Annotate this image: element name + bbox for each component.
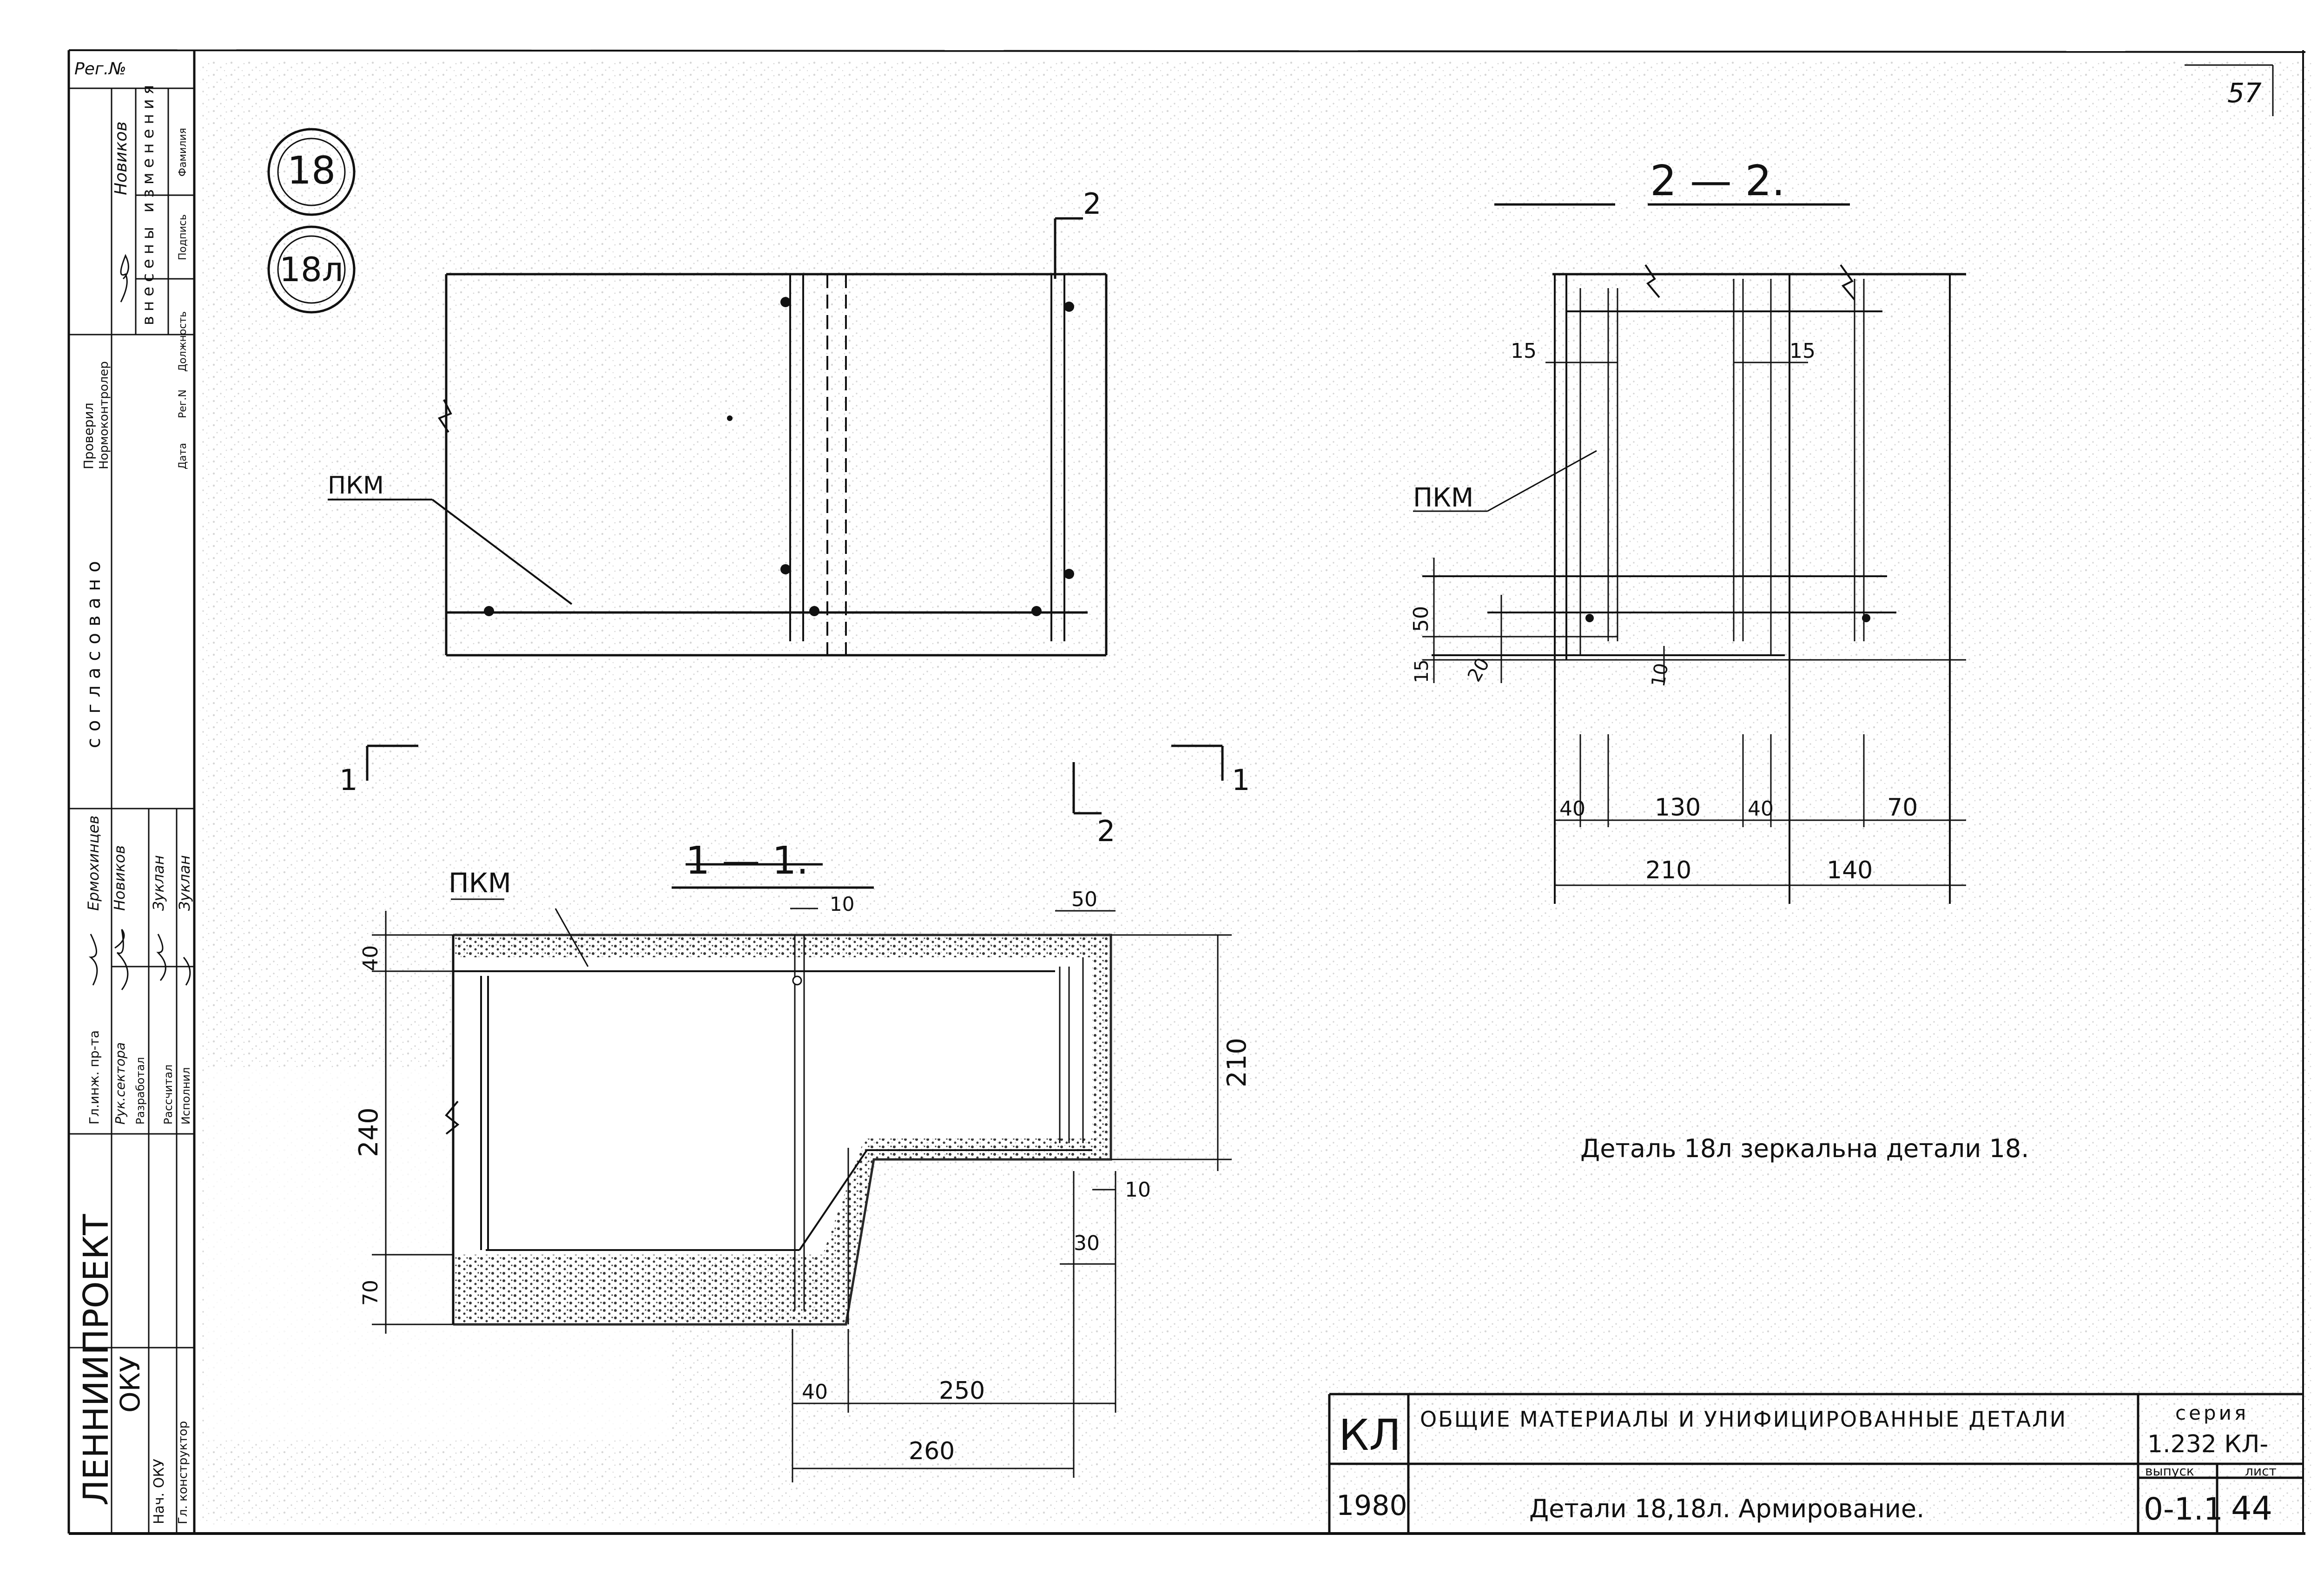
- handwritten-signatures: [88, 254, 191, 990]
- dim-1-70: 70: [359, 1280, 383, 1306]
- role-sector-head: Рук.сектора: [112, 1042, 128, 1125]
- name-zuklan-1: Зуклан: [150, 855, 167, 911]
- role-developed: Разработал: [134, 1057, 147, 1125]
- dim-1-250: 250: [939, 1377, 985, 1405]
- dim-1-50: 50: [1071, 888, 1097, 911]
- changes-col-signature: Подпись: [177, 214, 189, 260]
- sheet-frame: [67, 49, 2306, 1535]
- pkm-label-plan: ПКМ: [328, 472, 384, 500]
- dim-1-10-mid: 10: [1125, 1178, 1151, 1202]
- changes-col-position: Должность: [177, 311, 189, 372]
- role-calculated: Рассчитал: [162, 1065, 175, 1125]
- dim-2-15-vertical: 15: [1411, 659, 1433, 683]
- name-novikov-2: Новиков: [111, 845, 128, 911]
- marker-18l: 18л: [279, 250, 343, 289]
- left-stamp-panel: Рег.№ согласовано Проверил Нормоконтроле…: [69, 59, 194, 1534]
- name-zuklan-2: Зуклан: [176, 855, 193, 911]
- section-mark-1-right: 1: [1232, 763, 1250, 797]
- dim-1-210: 210: [1222, 1038, 1252, 1087]
- tb-year: 1980: [1336, 1489, 1407, 1522]
- mirror-note: Деталь 18л зеркальна детали 18.: [1580, 1134, 2029, 1163]
- dim-2-70: 70: [1887, 794, 1918, 822]
- section-title-1-1: 1 — 1.: [686, 839, 809, 883]
- tb-issue-value: 0-1.1: [2144, 1491, 2223, 1527]
- reg-no-label: Рег.№: [74, 59, 126, 79]
- dim-1-260: 260: [909, 1437, 955, 1465]
- section-title-2-2: 2 — 2.: [1650, 157, 1785, 205]
- changes-header: внесены изменения: [139, 80, 158, 325]
- plan-view: [328, 217, 1108, 657]
- org-name: ЛЕННИИПРОЕКТ: [76, 1214, 116, 1506]
- pkm-label-section-1: ПКМ: [449, 867, 511, 899]
- tb-code: КЛ: [1339, 1410, 1401, 1460]
- approved-label: согласовано: [83, 554, 105, 748]
- tb-series-value: 1.232 КЛ-: [2147, 1430, 2268, 1458]
- dim-2-140: 140: [1827, 856, 1873, 884]
- tb-title-line2: Детали 18,18л. Армирование.: [1529, 1494, 1924, 1523]
- pkm-label-section-2: ПКМ: [1413, 483, 1473, 513]
- dim-2-15-right: 15: [1789, 339, 1816, 363]
- changes-col-reg: Рег.N: [177, 389, 189, 418]
- dim-2-15-left: 15: [1511, 339, 1537, 363]
- dim-1-40: 40: [359, 945, 383, 971]
- tb-title-line1: ОБЩИЕ МАТЕРИАЛЫ И УНИФИЦИРОВАННЫЕ ДЕТАЛИ: [1420, 1407, 2067, 1432]
- dim-1-240: 240: [354, 1107, 384, 1157]
- checked-label: Проверил: [81, 402, 96, 469]
- title-block: [1328, 1393, 2303, 1534]
- role-chief-designer: Гл. конструктор: [176, 1421, 190, 1524]
- changes-col-date: Дата: [177, 443, 189, 469]
- section-mark-1-left: 1: [339, 763, 357, 797]
- role-executed: Исполнил: [179, 1067, 192, 1125]
- marker-circle-18l: [267, 225, 356, 314]
- marker-circle-18: [267, 128, 356, 216]
- section-markers: [366, 203, 1850, 889]
- detail-markers: 18 18л: [267, 128, 356, 314]
- tb-sheet-label: лист: [2245, 1463, 2277, 1479]
- norm-control-label: Нормоконтролер: [97, 361, 111, 469]
- role-head-oku: Нач. ОКУ: [151, 1459, 167, 1524]
- dim-2-130: 130: [1655, 794, 1701, 822]
- dim-1-30: 30: [1074, 1231, 1100, 1255]
- dim-1-40-bottom: 40: [802, 1380, 828, 1404]
- section-mark-2-top: 2: [1083, 187, 1101, 221]
- tb-issue-label: выпуск: [2145, 1463, 2194, 1479]
- role-chief-engineer: Гл.инж. пр-та: [86, 1030, 102, 1125]
- section-1-1: [372, 898, 1232, 1482]
- marker-18: 18: [287, 149, 336, 193]
- dept-name: ОКУ: [114, 1356, 146, 1413]
- tb-sheet-value: 44: [2231, 1489, 2272, 1527]
- dim-2-10: 10: [1648, 662, 1673, 689]
- page-number: 57: [2227, 77, 2262, 109]
- dim-2-210: 210: [1645, 856, 1691, 884]
- name-ermokhintsev: Ермохинцев: [85, 816, 102, 911]
- section-mark-2-bottom: 2: [1097, 814, 1115, 848]
- section-2-2: [1413, 264, 1966, 904]
- dim-2-40-b: 40: [1748, 797, 1774, 821]
- tb-series-label: серия: [2175, 1402, 2249, 1424]
- changes-col-name: Фамилия: [177, 128, 189, 177]
- dim-2-50: 50: [1409, 606, 1433, 632]
- name-novikov-1: Новиков: [112, 121, 131, 195]
- dim-2-40-a: 40: [1559, 797, 1585, 821]
- dim-1-10-top: 10: [830, 893, 854, 915]
